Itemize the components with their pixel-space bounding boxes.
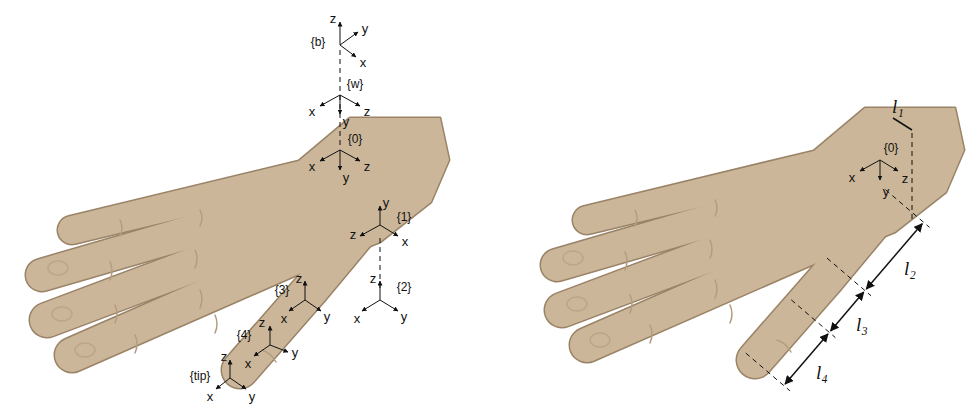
frame-label: {1} [397,211,412,223]
frame-label: {w} [347,78,364,90]
axis-label: z [370,272,377,285]
frame-label: {0} [884,142,899,154]
length-label: l₃ [856,315,868,334]
frame-label: {2} [397,281,412,293]
axis-label: z [259,316,266,329]
axis-label: y [383,196,390,209]
axis-label: y [292,346,299,359]
axis-label: y [362,22,369,35]
length-label: l₄ [816,363,828,382]
frame-label: {tip} [190,370,211,382]
axis-label: x [360,56,367,69]
axis-label: x [309,105,316,118]
axis-label: x [402,235,409,248]
axis-label: z [350,228,357,241]
axis-label: x [281,312,288,325]
frame-label: {3} [275,284,290,296]
axis-label: z [902,172,909,185]
axis-label: y [883,185,890,198]
axis-label: z [364,160,371,173]
length-label: l₁ [892,97,904,116]
frame-label: {0} [348,133,363,145]
axis-label: x [849,171,856,184]
frame-label: {4} [237,329,252,341]
axis-label: x [207,390,214,403]
axis-label: x [245,357,252,370]
axis-label: y [401,310,408,323]
frame-label: {b} [311,36,326,48]
axis-label: y [343,171,350,184]
length-label: l₂ [904,259,916,278]
axis-label: z [364,105,371,118]
axis-label: x [309,160,316,173]
axis-label: y [249,390,256,403]
axis-label: x [354,312,361,325]
axis-label: z [330,12,337,25]
axis-label: z [296,272,303,285]
axis-label: z [221,350,228,363]
axis-label: y [324,310,331,323]
axis-label: y [343,115,350,128]
